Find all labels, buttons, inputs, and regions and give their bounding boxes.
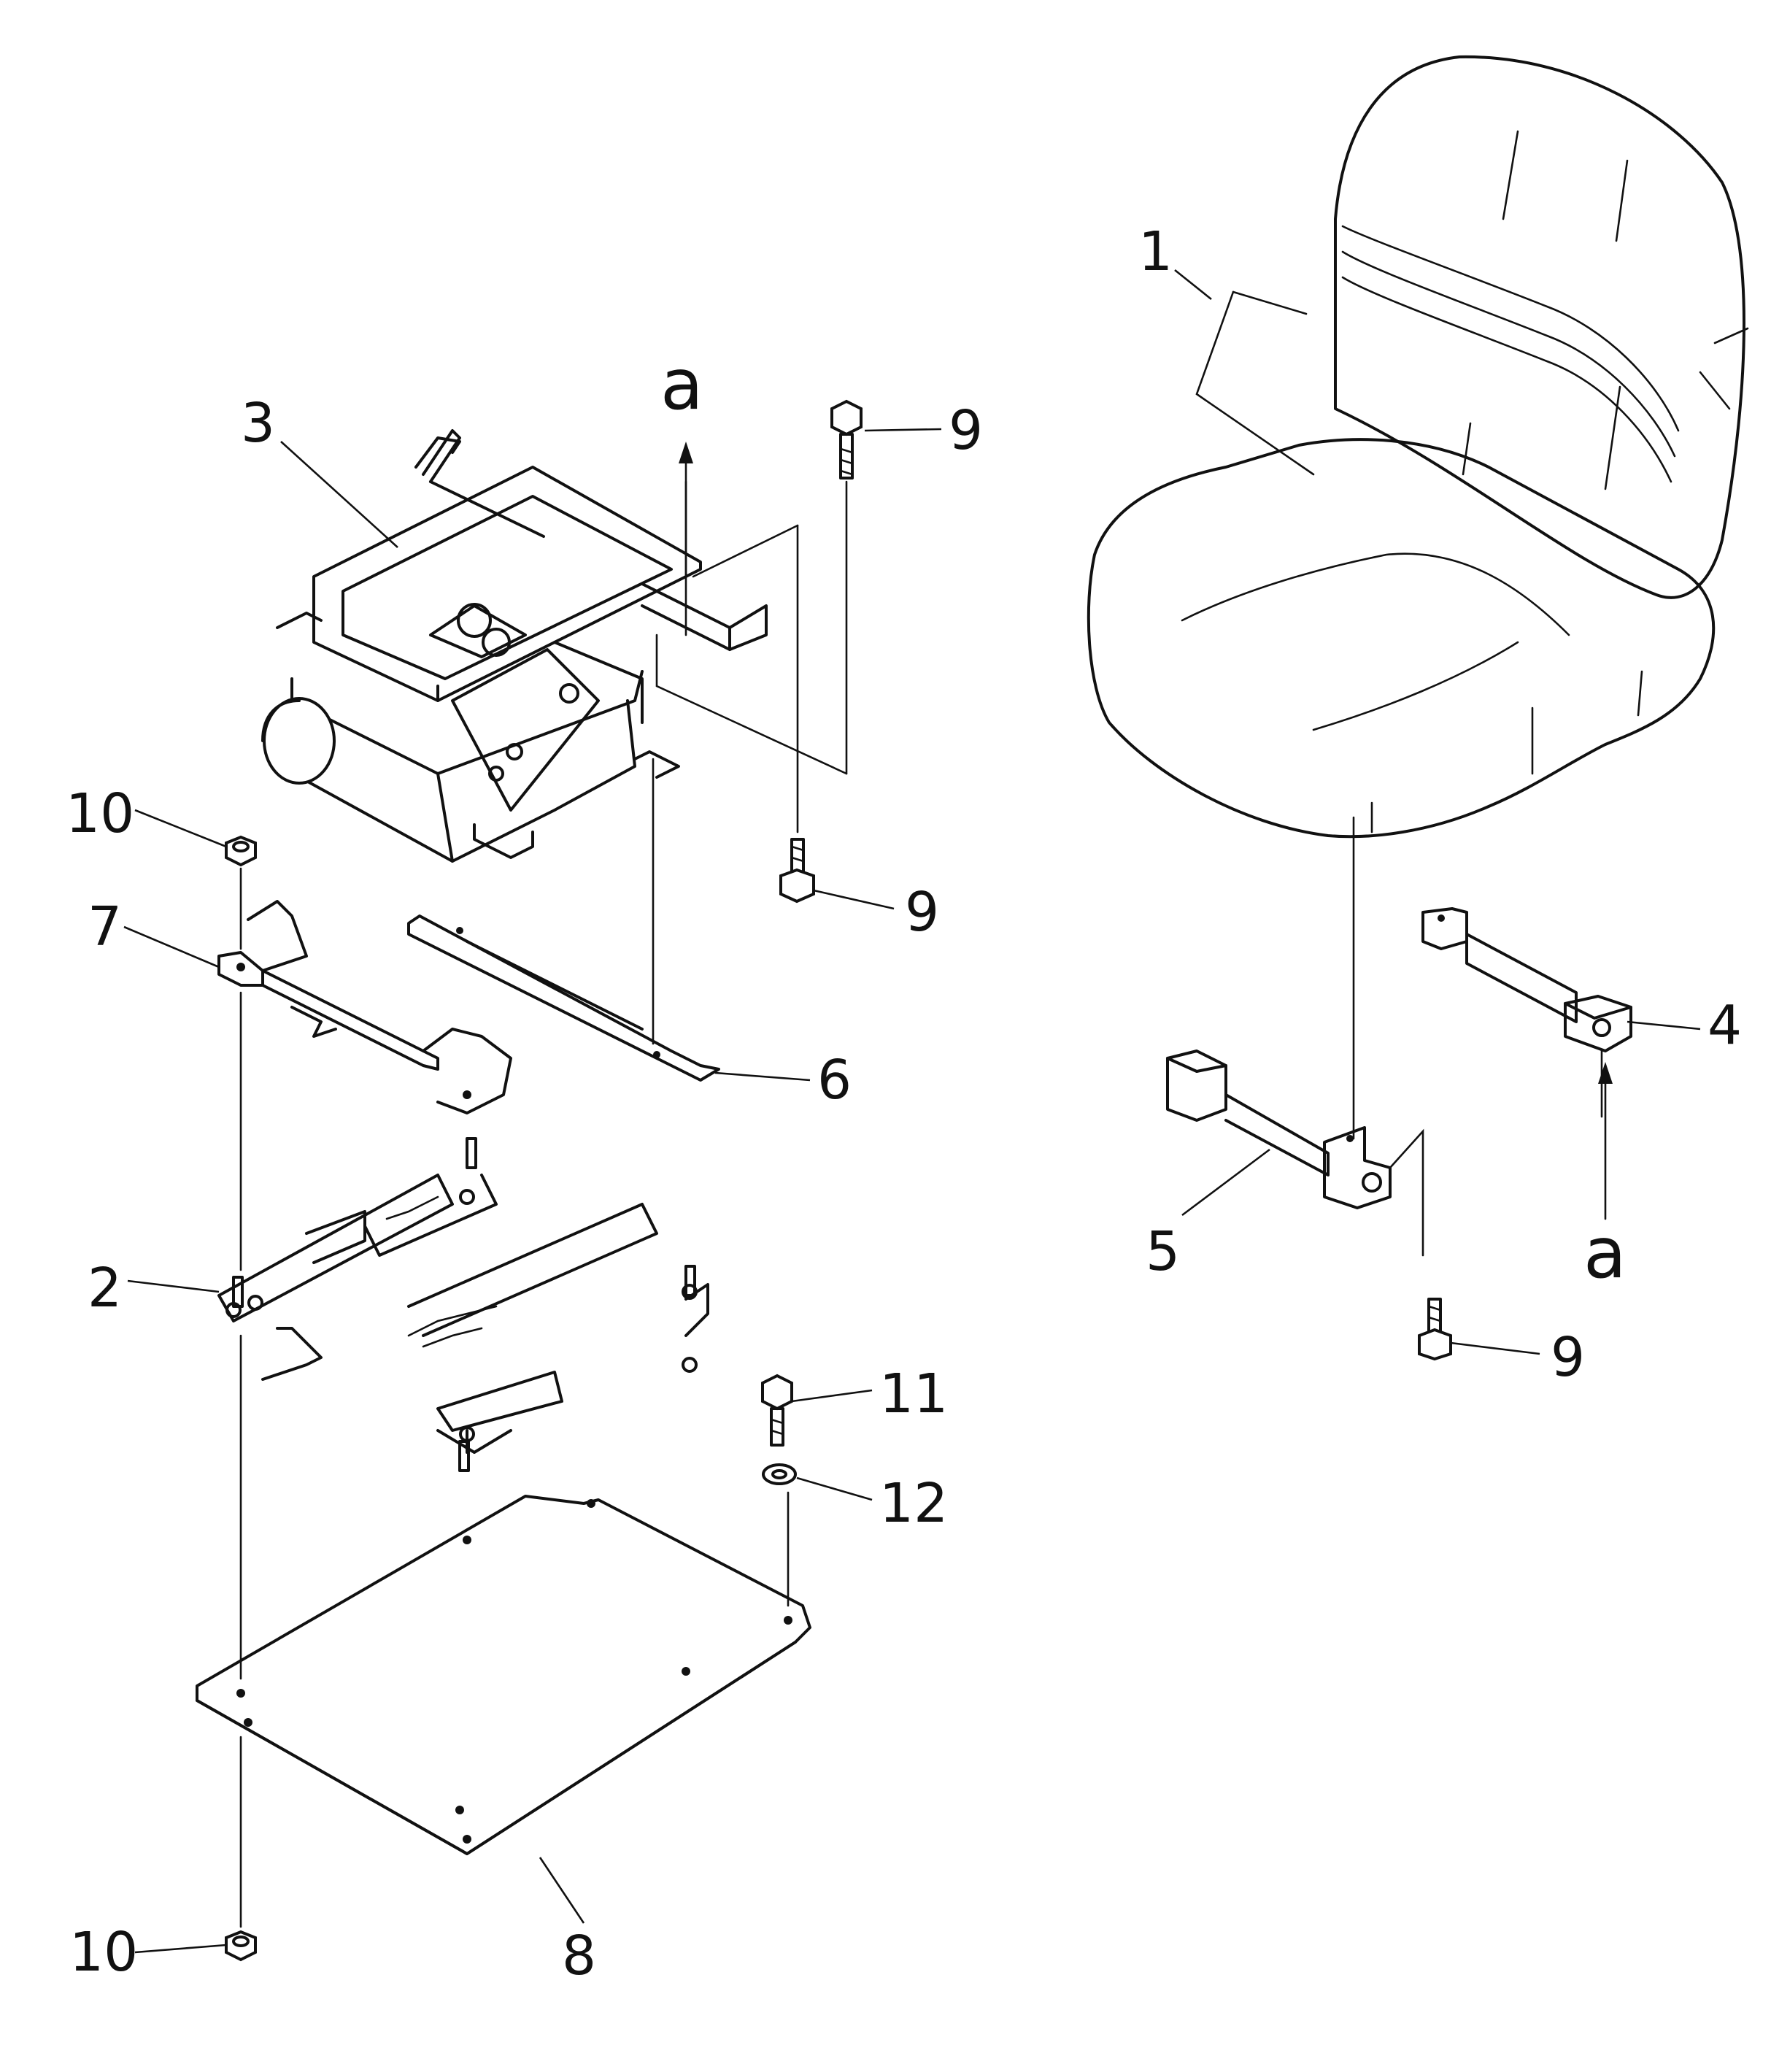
callout-9-mid: 9 bbox=[905, 881, 939, 944]
slide-rail-part-6 bbox=[407, 914, 720, 1082]
callout-9-top: 9 bbox=[949, 399, 983, 462]
callout-7: 7 bbox=[88, 896, 122, 958]
nut-part-10-top bbox=[225, 835, 257, 867]
bolt-part-9-top bbox=[830, 399, 863, 480]
callout-10-top: 10 bbox=[66, 782, 134, 845]
callout-2: 2 bbox=[88, 1257, 122, 1320]
callout-6: 6 bbox=[817, 1049, 852, 1112]
suspension-part-3 bbox=[261, 429, 768, 863]
callout-3: 3 bbox=[241, 392, 275, 455]
bracket-part-5 bbox=[1166, 1050, 1424, 1257]
bracket-part-4 bbox=[1421, 907, 1632, 1118]
callout-10-bottom: 10 bbox=[69, 1921, 138, 1984]
leader-lines bbox=[123, 269, 1701, 1954]
ref-label-a-right: a bbox=[1583, 1212, 1627, 1294]
bolt-part-11 bbox=[761, 1374, 793, 1447]
washer-part-12 bbox=[762, 1463, 797, 1485]
seat-slide-part-2 bbox=[217, 1137, 709, 1472]
ref-label-a-top: a bbox=[660, 344, 703, 425]
bolt-part-9-mid bbox=[779, 838, 815, 904]
callout-11: 11 bbox=[879, 1363, 948, 1425]
nut-part-10-bottom bbox=[225, 1930, 257, 1962]
callout-4: 4 bbox=[1708, 994, 1742, 1057]
base-plate-part-8 bbox=[196, 1495, 811, 1855]
seat-part-1 bbox=[1087, 55, 1749, 1140]
callout-8: 8 bbox=[562, 1925, 596, 1987]
callout-5: 5 bbox=[1146, 1220, 1180, 1283]
assembly-lines bbox=[239, 480, 848, 1928]
rail-mount-part-7 bbox=[217, 900, 512, 1114]
ref-arrow-a-right bbox=[1598, 1062, 1613, 1220]
callout-9-right: 9 bbox=[1551, 1326, 1585, 1389]
bolt-part-9-right bbox=[1418, 1298, 1452, 1361]
callout-labels: 1 2 3 4 5 6 7 8 9 9 9 10 10 11 12 a a bbox=[66, 220, 1742, 1987]
callout-1: 1 bbox=[1138, 220, 1173, 283]
ref-arrow-a-top bbox=[679, 442, 693, 578]
callout-12: 12 bbox=[879, 1472, 948, 1535]
